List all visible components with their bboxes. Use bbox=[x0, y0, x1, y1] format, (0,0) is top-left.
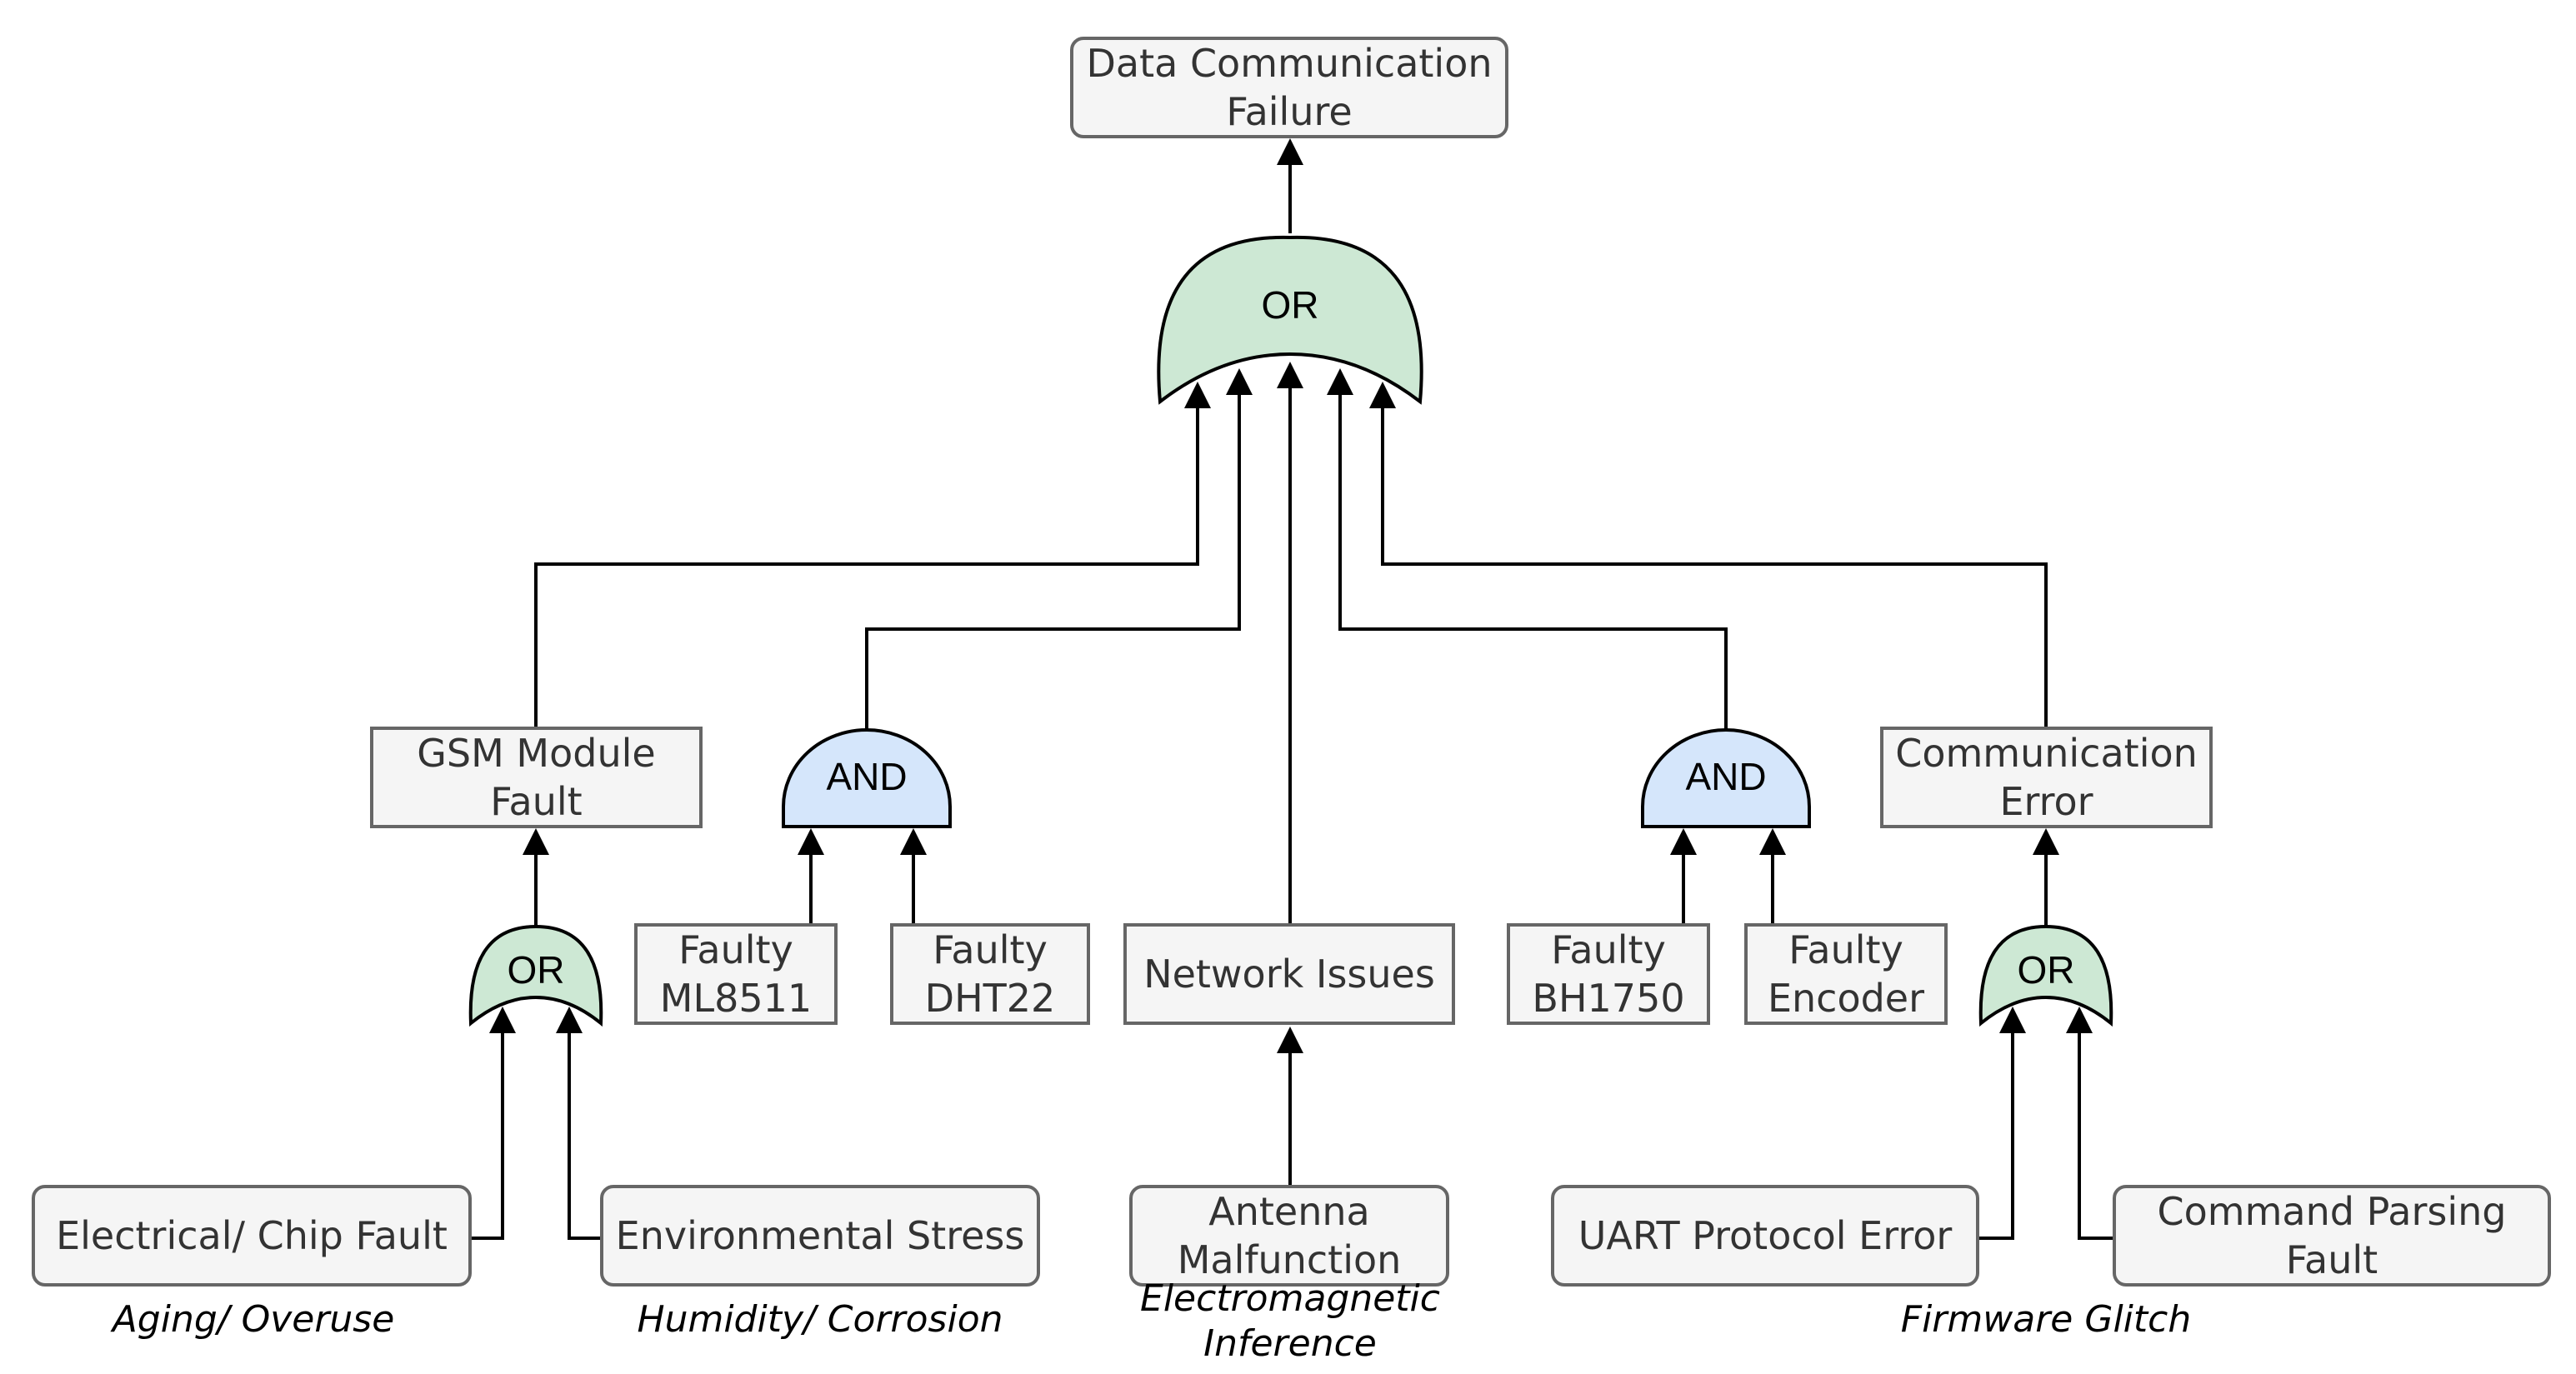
arrow-bh1750-to-and-right bbox=[1670, 828, 1697, 855]
note-aging-overuse: Aging/ Overuse bbox=[110, 1298, 395, 1341]
gsm-module-fault-box-label-line-1: GSM Module bbox=[417, 731, 655, 776]
faulty-bh1750-box-label-line-2: BH1750 bbox=[1532, 976, 1684, 1021]
faulty-dht22-box-label-line-1: Faulty bbox=[933, 927, 1048, 972]
arrow-to-comm-error bbox=[2033, 828, 2059, 855]
gsm-or-gate[interactable] bbox=[468, 924, 603, 1027]
arrow-ml8511-to-and-left bbox=[798, 828, 824, 855]
arrow-electrical-to-gsm-or bbox=[489, 1007, 516, 1033]
faulty-encoder-box-frame bbox=[1744, 923, 1948, 1025]
gsm-module-fault-box-frame bbox=[370, 727, 703, 828]
connectors bbox=[470, 138, 2114, 1240]
top-event-label-line-2: Failure bbox=[1226, 89, 1352, 134]
arrow-and-right-to-top-or bbox=[1327, 368, 1353, 395]
antenna-malfunction-box-label-line-1: Antenna bbox=[1208, 1189, 1369, 1234]
communication-error-box-frame bbox=[1880, 727, 2213, 828]
wire-uart-to-comm-or bbox=[1978, 1033, 2014, 1240]
arrow-gsm-to-top-or bbox=[1184, 382, 1211, 408]
wire-gsm-to-top-or bbox=[534, 408, 1199, 728]
sensor-and-gate-left[interactable] bbox=[782, 728, 952, 828]
faulty-encoder-box-label-line-2: Encoder bbox=[1768, 976, 1924, 1021]
gsm-or-gate-label: OR bbox=[508, 948, 565, 992]
sensor-and-gate-left-label: AND bbox=[826, 755, 907, 798]
wire-comm-error-to-top-or bbox=[1381, 408, 2048, 728]
command-parsing-fault-box-frame bbox=[2113, 1185, 2551, 1287]
faulty-ml8511-box-label-line-2: ML8511 bbox=[660, 976, 812, 1021]
top-or-gate-label: OR bbox=[1262, 283, 1319, 327]
electrical-chip-fault-box[interactable]: Electrical/ Chip Fault bbox=[32, 1185, 472, 1287]
arrow-to-network bbox=[1277, 1027, 1303, 1053]
uart-protocol-error-box[interactable]: UART Protocol Error bbox=[1551, 1185, 1979, 1287]
note-firmware-glitch: Firmware Glitch bbox=[1901, 1298, 2191, 1341]
environmental-stress-box[interactable]: Environmental Stress bbox=[600, 1185, 1040, 1287]
arrow-encoder-to-and-right bbox=[1759, 828, 1786, 855]
faulty-encoder-box-label-line-1: Faulty bbox=[1788, 927, 1903, 972]
note-electromagnetic-inference-line-2: Inference bbox=[1203, 1322, 1377, 1365]
top-or-gate[interactable] bbox=[1157, 235, 1423, 405]
command-parsing-fault-box-label-line-1: Command Parsing bbox=[2158, 1189, 2507, 1234]
environmental-stress-box-label-line-1: Environmental Stress bbox=[616, 1213, 1025, 1258]
faulty-bh1750-box-label-line-1: Faulty bbox=[1551, 927, 1666, 972]
gates: OR OR OR AND AND bbox=[468, 235, 2113, 1027]
arrow-network-to-top-or bbox=[1277, 362, 1303, 388]
wire-electrical-to-gsm-or bbox=[470, 1033, 504, 1240]
communication-error-box-label-line-2: Error bbox=[1999, 779, 2093, 824]
wire-and-right-to-top-or bbox=[1338, 395, 1728, 730]
note-humidity-corrosion: Humidity/ Corrosion bbox=[637, 1298, 1003, 1341]
uart-protocol-error-box-frame bbox=[1551, 1185, 1979, 1287]
communication-error-box-label-line-1: Communication bbox=[1895, 731, 2198, 776]
electrical-chip-fault-box-label-line-1: Electrical/ Chip Fault bbox=[56, 1213, 448, 1258]
wire-command-to-comm-or bbox=[2078, 1033, 2114, 1240]
arrow-to-top-event bbox=[1277, 138, 1303, 165]
electrical-chip-fault-box-frame bbox=[32, 1185, 472, 1287]
comm-or-gate-label: OR bbox=[2018, 948, 2075, 992]
network-issues-box-label-line-1: Network Issues bbox=[1143, 952, 1435, 997]
note-electromagnetic-inference-line-1: Electromagnetic bbox=[1140, 1277, 1440, 1320]
network-issues-box-frame bbox=[1123, 923, 1455, 1025]
gsm-module-fault-box-label-line-2: Fault bbox=[490, 779, 582, 824]
arrow-command-to-comm-or bbox=[2066, 1007, 2093, 1033]
wire-environmental-to-gsm-or bbox=[568, 1033, 602, 1240]
faulty-dht22-box-frame bbox=[890, 923, 1090, 1025]
faulty-dht22-box-label-line-2: DHT22 bbox=[925, 976, 1056, 1021]
antenna-malfunction-box-label-line-2: Malfunction bbox=[1178, 1237, 1402, 1282]
top-event-label-line-1: Data Communication bbox=[1086, 41, 1492, 86]
arrow-uart-to-comm-or bbox=[1999, 1007, 2026, 1033]
arrow-dht22-to-and-left bbox=[900, 828, 927, 855]
top-event-frame bbox=[1070, 37, 1508, 138]
arrow-and-left-to-top-or bbox=[1226, 368, 1253, 395]
faulty-bh1750-box-frame bbox=[1507, 923, 1710, 1025]
uart-protocol-error-box-label-line-1: UART Protocol Error bbox=[1578, 1213, 1953, 1258]
cause-notes: Aging/ Overuse Humidity/ Corrosion Electro… bbox=[110, 1277, 2192, 1365]
command-parsing-fault-box-label-line-2: Fault bbox=[2286, 1237, 2378, 1282]
wire-and-left-to-top-or bbox=[865, 395, 1241, 730]
arrow-to-gsm bbox=[523, 828, 549, 855]
faulty-ml8511-box-label-line-1: Faulty bbox=[678, 927, 793, 972]
sensor-and-gate-right-label: AND bbox=[1685, 755, 1766, 798]
comm-or-gate[interactable] bbox=[1978, 924, 2113, 1027]
arrow-comm-error-to-top-or bbox=[1369, 382, 1396, 408]
network-issues-box[interactable]: Network Issues bbox=[1123, 923, 1455, 1025]
sensor-and-gate-right[interactable] bbox=[1641, 728, 1811, 828]
environmental-stress-box-frame bbox=[600, 1185, 1040, 1287]
faulty-ml8511-box-frame bbox=[634, 923, 838, 1025]
antenna-malfunction-box-frame bbox=[1129, 1185, 1449, 1287]
arrow-environmental-to-gsm-or bbox=[556, 1007, 583, 1033]
